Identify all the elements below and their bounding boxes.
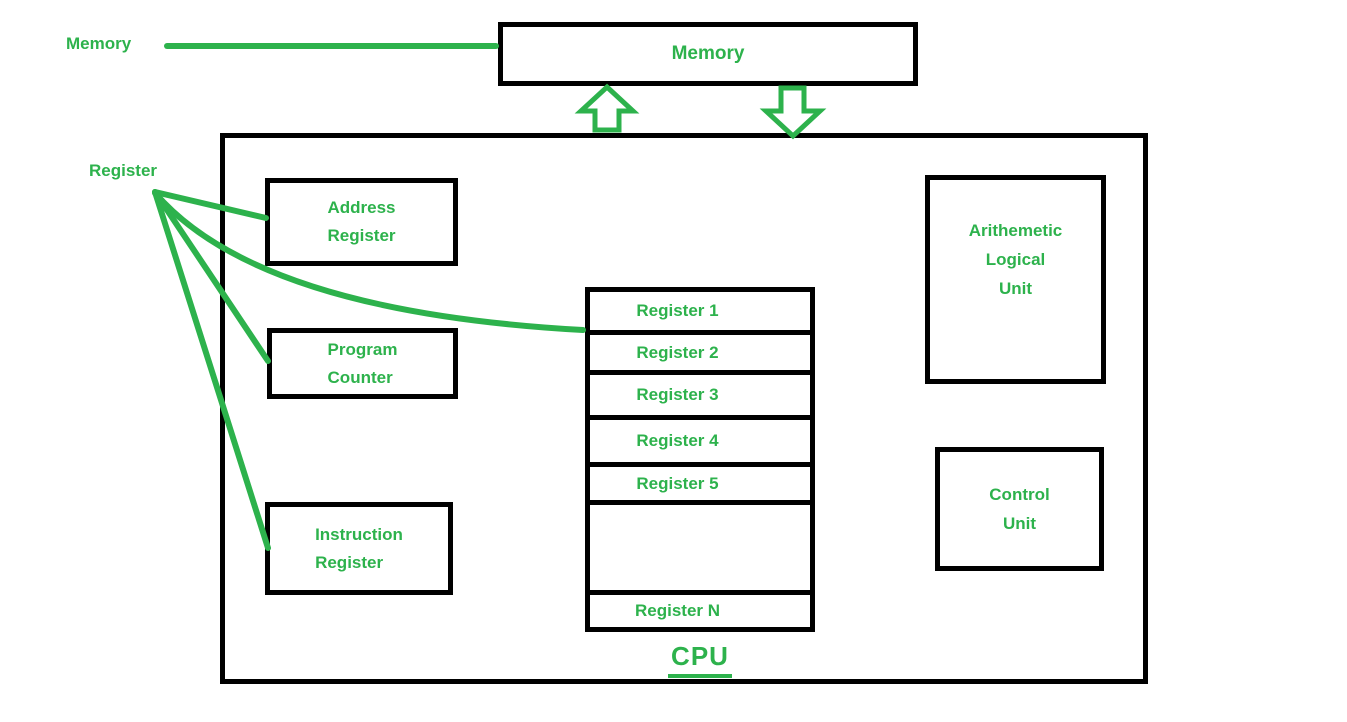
control-unit-line2: Unit bbox=[1002, 514, 1037, 533]
cpu-caption-wrap: CPU bbox=[585, 641, 815, 678]
program-counter-label: Program Counter bbox=[328, 336, 398, 392]
program-counter-line2: Counter bbox=[327, 367, 393, 387]
register-row: Register 5 bbox=[590, 462, 810, 500]
address-register-box: Address Register bbox=[265, 178, 458, 266]
program-counter-box: Program Counter bbox=[267, 328, 458, 399]
instruction-register-line1: Instruction bbox=[315, 524, 403, 544]
up-arrow-icon bbox=[574, 83, 640, 133]
register-stack: Register 1 Register 2 Register 3 Registe… bbox=[585, 287, 815, 632]
register-row: Register 2 bbox=[590, 330, 810, 370]
alu-box: Arithemetic Logical Unit bbox=[925, 175, 1106, 384]
control-unit-label: Control Unit bbox=[989, 480, 1049, 538]
control-unit-line1: Control bbox=[989, 485, 1050, 504]
memory-box: Memory bbox=[498, 22, 918, 86]
register-row: Register 1 bbox=[636, 301, 719, 320]
program-counter-line1: Program bbox=[327, 339, 398, 359]
register-row: Register N bbox=[590, 590, 810, 627]
register-pointer-label: Register bbox=[89, 161, 158, 180]
address-register-line1: Address bbox=[327, 198, 396, 217]
memory-title: Memory bbox=[671, 43, 745, 64]
alu-line3: Unit bbox=[998, 279, 1033, 298]
register-row: Register 4 bbox=[590, 415, 810, 462]
address-register-line2: Register bbox=[327, 226, 396, 245]
alu-line1: Arithemetic bbox=[968, 221, 1063, 240]
control-unit-box: Control Unit bbox=[935, 447, 1104, 571]
instruction-register-label: Instruction Register bbox=[315, 521, 403, 577]
alu-line2: Logical bbox=[985, 250, 1046, 269]
down-arrow-icon bbox=[759, 85, 827, 140]
address-register-label: Address Register bbox=[327, 194, 395, 250]
register-row: Register 3 bbox=[590, 370, 810, 415]
memory-pointer-label: Memory bbox=[66, 34, 132, 53]
cpu-caption: CPU bbox=[668, 641, 732, 678]
register-row-empty bbox=[590, 500, 810, 590]
instruction-register-box: Instruction Register bbox=[265, 502, 453, 595]
instruction-register-line2: Register bbox=[315, 552, 384, 572]
